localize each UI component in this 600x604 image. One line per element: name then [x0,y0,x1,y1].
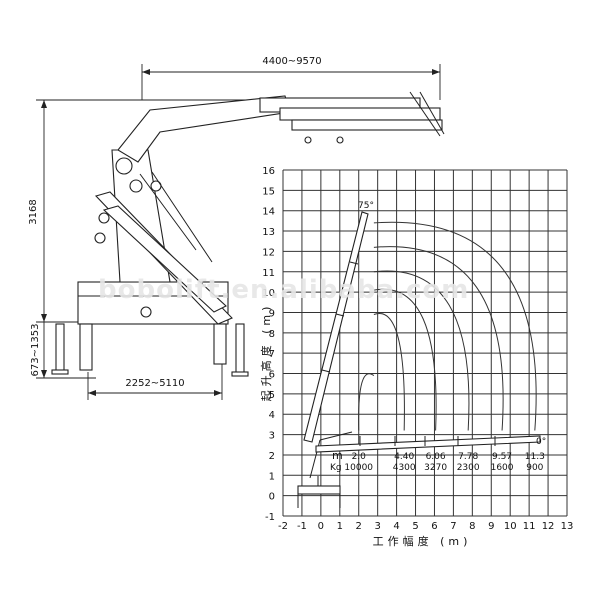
lifting-arc [373,221,537,431]
x-tick-label: 1 [337,521,343,532]
x-tick-label: 5 [412,521,418,532]
lifting-arc [373,312,405,431]
x-tick-label: 11 [523,521,536,532]
crane-side-view: 4400~9570 3168 673~1353 2252~5110 [28,56,445,400]
chart-crane-icon [297,431,353,508]
radius-value: 4.40 [394,452,414,462]
outrigger-span-dimension: 2252~5110 [87,360,223,400]
y-tick-label: 16 [262,166,275,177]
load-value: 900 [526,463,543,473]
reach-range-label: 4400~9570 [262,56,321,67]
y-tick-label: 15 [262,186,275,197]
y-tick-label: 10 [262,288,275,299]
height-label: 3168 [28,199,39,224]
angle-min-label: 0° [536,437,546,447]
y-tick-label: 1 [269,471,275,482]
y-tick-label: 6 [269,370,275,381]
x-tick-label: 2 [356,521,362,532]
y-tick-label: 4 [269,410,275,421]
crane-boom-raised [117,91,445,163]
angle-max-label: 75° [358,201,374,211]
y-tick-label: 3 [269,431,275,442]
y-tick-label: 14 [262,207,275,218]
y-axis-label: 起升高度 (m) [259,303,273,402]
x-tick-label: 7 [450,521,456,532]
lifting-arc [373,288,437,431]
x-tick-label: -2 [278,521,288,532]
y-tick-label: 9 [269,308,275,319]
x-tick-label: 6 [431,521,437,532]
lifting-arc [373,270,470,431]
reach-dimension: 4400~9570 [141,56,441,100]
watermark: bobolift.en.alibaba.com [98,275,469,305]
x-tick-label: -1 [297,521,307,532]
y-tick-label: 8 [269,329,275,340]
radius-unit-label: m [332,449,343,462]
y-tick-label: 13 [262,227,275,238]
y-tick-label: 11 [262,268,275,279]
y-tick-label: 12 [262,247,275,258]
outrigger-height-dimension: 673~1353 [30,322,96,379]
y-tick-label: 5 [269,390,275,401]
load-value: 3270 [424,463,447,473]
x-tick-label: 3 [374,521,380,532]
x-tick-label: 0 [318,521,324,532]
crane-boom-folded [94,171,233,325]
outrigger-height-label: 673~1353 [30,324,41,377]
boom-0deg [315,435,541,453]
outrigger-span-label: 2252~5110 [125,378,184,389]
load-chart-grid [282,169,568,517]
load-value: 10000 [344,463,373,473]
radius-value: 2.0 [352,452,367,462]
load-values: 10000 4300 3270 2300 1600 900 [344,463,543,473]
y-tick-label: 2 [269,451,275,462]
radius-value: 11.3 [525,452,545,462]
x-tick-label: 4 [393,521,399,532]
lifting-arc [358,373,375,431]
y-tick-label: -1 [265,512,275,523]
radius-value: 9.57 [492,452,512,462]
x-tick-label: 12 [542,521,555,532]
x-tick-label: 9 [488,521,494,532]
lifting-arc [373,246,504,431]
load-value: 2300 [457,463,480,473]
radius-value: 6.06 [426,452,446,462]
radius-values: 2.0 4.40 6.06 7.78 9.57 11.3 [352,452,545,462]
x-axis-label: 工作幅度 (m) [373,534,472,548]
x-tick-label: 10 [504,521,517,532]
load-value: 4300 [393,463,416,473]
load-value: 1600 [491,463,514,473]
y-tick-label: 7 [269,349,275,360]
y-tick-label: 0 [269,492,275,503]
load-unit-label: Kg [330,463,342,473]
lifting-arcs [358,221,537,431]
x-tick-label: 8 [469,521,475,532]
crane-base [51,281,249,377]
radius-value: 7.78 [458,452,478,462]
x-tick-label: 13 [561,521,574,532]
boom-75deg [303,211,369,443]
